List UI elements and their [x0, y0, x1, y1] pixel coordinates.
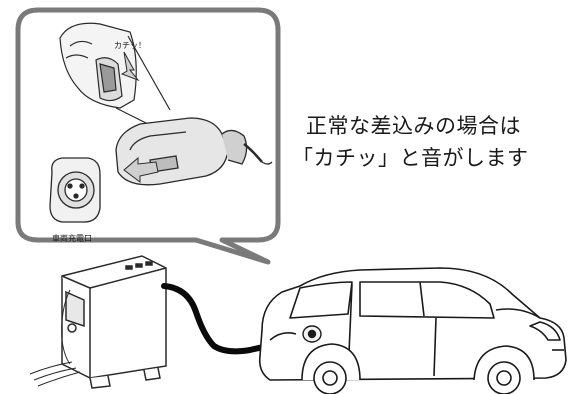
click-sound-label: カチッ！	[114, 41, 146, 50]
vehicle-port-label: 車両充電口	[52, 234, 92, 243]
callout-line-1: 正常な差込みの場合は	[306, 114, 521, 138]
connector-closeup	[59, 22, 171, 131]
ground-cables	[29, 289, 81, 387]
arrow-left-icon	[123, 156, 159, 183]
vehicle-port	[49, 157, 101, 223]
arrow-down-icon	[120, 51, 140, 82]
car-charge-port	[302, 325, 322, 343]
car-wheels	[301, 343, 535, 394]
callout-line-2: 「カチッ」と音がします	[292, 146, 529, 170]
wall-charger	[61, 255, 167, 389]
